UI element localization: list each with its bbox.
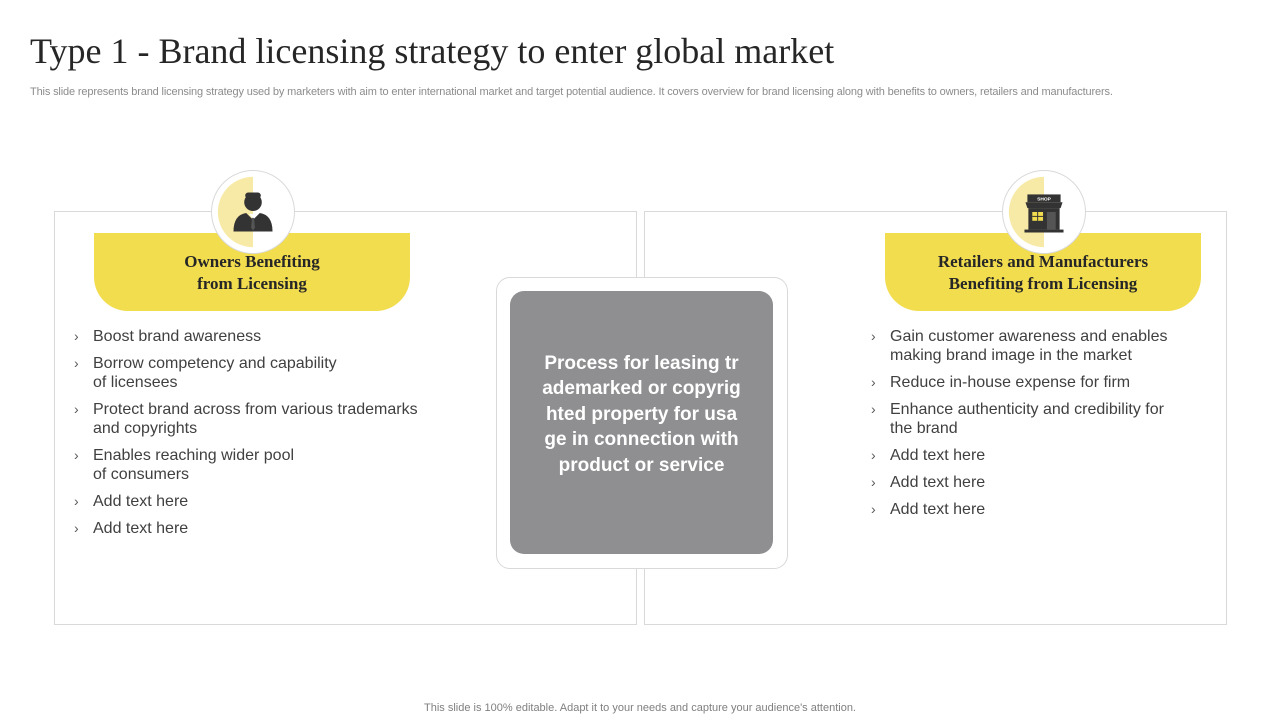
list-item: ›Enhance authenticity and credibility fo… [871,401,1164,437]
chevron-right-icon: › [74,328,79,344]
list-item: ›Boost brand awareness [74,328,262,345]
retailers-header-line2: Benefiting from Licensing [948,274,1138,293]
list-item: ›Protect brand across from various trade… [74,401,418,437]
chevron-right-icon: › [871,474,876,490]
list-item: ›Add text here [74,493,189,510]
owners-icon-circle [211,170,295,254]
owners-benefits-list: ›Boost brand awareness ›Borrow competenc… [74,327,434,546]
businessman-icon [217,176,273,248]
retailers-icon-circle: SHOP [1002,170,1086,254]
retailers-header: Retailers and Manufacturers Benefiting f… [885,233,1201,311]
chevron-right-icon: › [74,355,79,371]
list-item: ›Gain customer awareness and enables mak… [871,328,1168,364]
list-item: ›Borrow competency and capability of lic… [74,355,337,391]
owners-header-line1: Owners Benefiting [184,252,320,271]
retailers-header-line1: Retailers and Manufacturers [937,252,1149,271]
process-definition-box: Process for leasing trademarked or copyr… [510,291,773,554]
shop-sign-text: SHOP [1037,196,1052,202]
list-item: ›Add text here [871,447,986,464]
chevron-right-icon: › [74,520,79,536]
chevron-right-icon: › [871,374,876,390]
owners-header-line2: from Licensing [197,274,307,293]
slide-subtitle: This slide represents brand licensing st… [30,86,1113,98]
chevron-right-icon: › [74,401,79,417]
chevron-right-icon: › [871,447,876,463]
slide-footer: This slide is 100% editable. Adapt it to… [424,702,856,714]
list-item: ›Enables reaching wider pool of consumer… [74,447,295,483]
retailers-benefits-list: ›Gain customer awareness and enables mak… [871,327,1181,527]
chevron-right-icon: › [871,328,876,344]
process-definition-text: Process for leasing trademarked or copyr… [542,352,741,476]
list-item: ›Add text here [871,501,986,518]
shop-icon: SHOP [1008,176,1064,248]
list-item: ›Add text here [74,520,189,537]
chevron-right-icon: › [871,401,876,417]
list-item: ›Reduce in-house expense for firm [871,374,1131,391]
chevron-right-icon: › [74,447,79,463]
chevron-right-icon: › [871,501,876,517]
list-item: ›Add text here [871,474,986,491]
chevron-right-icon: › [74,493,79,509]
slide-title: Type 1 - Brand licensing strategy to ent… [30,31,835,71]
